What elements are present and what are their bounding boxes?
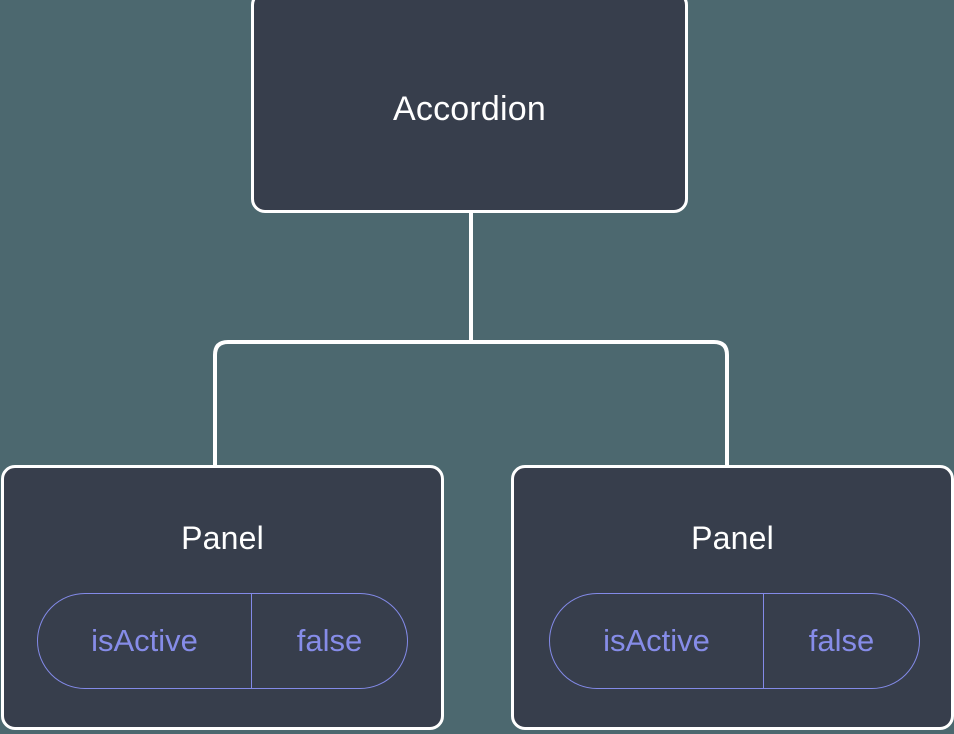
prop-key-panel-0: isActive	[38, 594, 252, 688]
tree-node-accordion[interactable]	[251, 0, 688, 213]
prop-value-panel-0: false	[296, 623, 363, 658]
tree-node-panel-0-label: Panel	[181, 520, 264, 556]
prop-value-panel-1: false	[808, 623, 875, 658]
edge-accordion-to-panel-1	[471, 340, 729, 465]
prop-badge-panel-1[interactable]: isActive false	[549, 593, 920, 689]
tree-node-accordion-label: Accordion	[393, 90, 546, 128]
prop-key-panel-1: isActive	[550, 594, 764, 688]
tree-node-panel-1-label: Panel	[691, 520, 774, 556]
edge-accordion-to-panel-0	[213, 340, 471, 465]
prop-badge-panel-0[interactable]: isActive false	[37, 593, 408, 689]
